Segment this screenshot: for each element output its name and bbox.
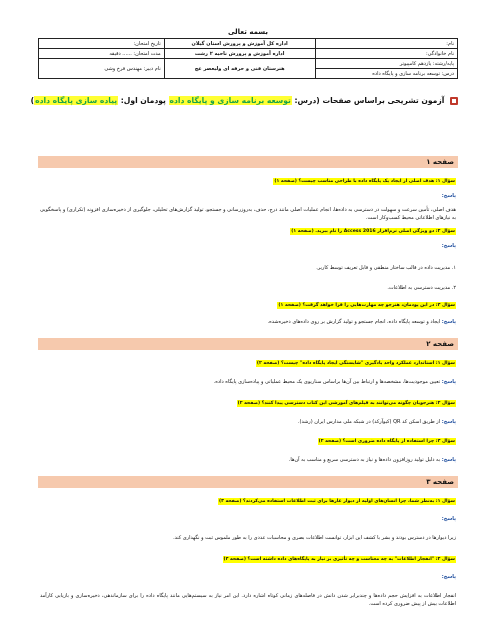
section-heading-page-2: صفحه ۲	[38, 338, 458, 350]
title-prefix: آزمون تشریحی براساس صفحات	[322, 96, 445, 105]
title-course: توسعه برنامه سازی و پایگاه داده	[168, 96, 292, 105]
header-teacher: نام دبیر: مهندس فرخ وشی	[38, 58, 165, 79]
question-6: سؤال ۳: چرا استفاده از پایگاه داده ضروری…	[317, 438, 456, 445]
header-course: درس: توسعه برنامه سازی و پایگاه داده	[314, 68, 459, 79]
answer-3-row: پاسخ: ایجاد و توسعه پایگاه داده، انجام ج…	[40, 318, 457, 326]
answer-label: پاسخ:	[441, 419, 456, 425]
title-module-label: پودمان اول:	[120, 96, 166, 105]
question-7: سؤال ۱: به‌نظر شما، چرا انسان‌های اولیه …	[217, 498, 456, 505]
question-2: سؤال ۲: دو ویژگی اصلی نرم‌افزار Access 2…	[290, 228, 456, 235]
title-suffix: )	[30, 96, 35, 105]
header-family-name: نام خانوادگی:	[314, 48, 459, 59]
answer-3: ایجاد و توسعه پایگاه داده، انجام جستجو و…	[267, 319, 441, 325]
header-grade: پایه/رشته: یازدهم کامپیوتر	[314, 58, 459, 69]
section-heading-page-1: صفحه ۱	[38, 156, 458, 168]
header-exam-duration: مدت امتحان: ...... دقیقه	[38, 48, 165, 59]
title-course-label: (درس:	[294, 96, 320, 105]
answer-2-item-2: ۲. مدیریت دسترسی به اطلاعات.	[387, 285, 456, 291]
answer-label: پاسخ:	[441, 193, 456, 199]
exam-header-table: نام: اداره کل آموزش و پرورش استان گیلان …	[38, 38, 459, 79]
answer-label: پاسخ:	[441, 243, 456, 249]
answer-label: پاسخ:	[441, 379, 456, 385]
answer-4-row: پاسخ: تعیین موجودیت‌ها، مشخصه‌ها و ارتبا…	[40, 378, 456, 386]
answer-2-item-1: ۱. مدیریت داده در قالب ساختار منطقی و قا…	[316, 265, 456, 271]
answer-label: پاسخ:	[441, 319, 456, 325]
exam-title: آزمون تشریحی براساس صفحات (درس: توسعه بر…	[31, 96, 458, 105]
answer-5: از طریق اسکن کد QR (کیوآرکد) در شبکه ملی…	[297, 419, 441, 425]
answer-4: تعیین موجودیت‌ها، مشخصه‌ها و ارتباط بین …	[213, 379, 441, 385]
answer-label: پاسخ:	[441, 516, 456, 522]
answer-label: پاسخ:	[441, 574, 456, 580]
answer-8: انفجار اطلاعات به افزایش حجم داده‌ها و چ…	[40, 593, 456, 607]
header-school: هنرستان فنی و حرفه ای ولیعصر عج	[163, 58, 316, 79]
header-name: نام:	[314, 38, 459, 49]
answer-6: به دلیل تولید روزافزون داده‌ها و نیاز به…	[288, 457, 441, 463]
question-5: سؤال ۲: هنرجویان چگونه می‌توانند به فیلم…	[236, 400, 456, 407]
answer-label: پاسخ:	[441, 457, 456, 463]
bismillah: بسمه تعالی	[227, 28, 269, 36]
header-org-2: اداره آموزش و پرورش ناحیه ۲ رشت	[163, 48, 316, 59]
answer-5-row: پاسخ: از طریق اسکن کد QR (کیوآرکد) در شب…	[40, 418, 456, 426]
answer-1: هدف اصلی، تأمین سرعت و سهولت در دسترسی ب…	[40, 207, 456, 221]
document-icon	[450, 97, 458, 105]
question-4: سؤال ۱: استاندارد عملکرد واحد یادگیری "ش…	[255, 360, 456, 367]
question-3: سؤال ۳: در این پودمان، هنرجو چه مهارت‌ها…	[277, 302, 456, 309]
header-org-1: اداره کل آموزش و پرورش استان گیلان	[163, 38, 316, 49]
section-heading-page-3: صفحه ۳	[38, 476, 458, 488]
question-8: سؤال ۲: "انفجار اطلاعات" به چه معناست و …	[222, 556, 456, 563]
question-1: سؤال ۱: هدف اصلی از ایجاد یک پایگاه داده…	[273, 178, 456, 185]
header-exam-date: تاریخ امتحان:	[38, 38, 165, 49]
answer-6-row: پاسخ: به دلیل تولید روزافزون داده‌ها و ن…	[40, 456, 456, 464]
answer-7: زیرا دیوارها در دسترس بودند و بشر با کشف…	[173, 535, 456, 541]
title-module: پیاده سازی پایگاه داده	[34, 96, 119, 105]
